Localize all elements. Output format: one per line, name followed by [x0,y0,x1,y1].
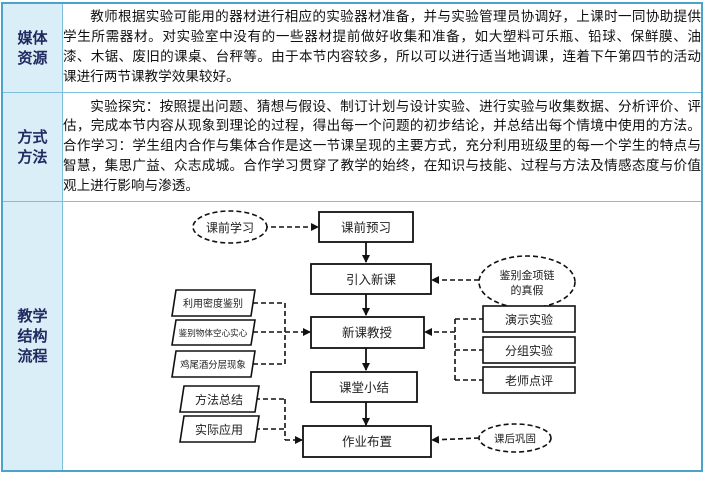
step-summary: 课堂小结 [310,371,418,403]
label-line: 媒体 [17,29,48,47]
step-intro: 引入新课 [310,263,432,295]
left-box-hollow: 鉴别物体空心实心 [171,319,256,346]
left-box-cocktail: 鸡尾酒分层现象 [171,350,256,378]
label-line: 方式 [17,128,48,146]
ellipse-review: 课后巩固 [478,423,552,453]
ellipse-pre-study: 课前学习 [192,210,268,244]
ellipse-gold-necklace: 鉴别金项链 的真假 [478,255,576,309]
label-line: 方法 [17,148,48,166]
left-box-cocktail-text: 鸡尾酒分层现象 [180,359,246,371]
step-homework-text: 作业布置 [342,434,392,449]
step-homework: 作业布置 [302,425,432,458]
left-box-method-summary: 方法总结 [179,385,260,413]
left-box-application: 实际应用 [179,415,260,443]
label-line: 资源 [17,49,48,67]
label-methods: 方式 方法 [1,92,63,202]
ellipse-gold-necklace-text-1: 鉴别金项链 [500,268,555,282]
right-box-review-text: 老师点评 [505,374,553,388]
step-teaching-text: 新课教授 [342,325,393,340]
left-box-density-text: 利用密度鉴别 [183,297,243,310]
right-box-demo-text: 演示实验 [505,312,553,327]
row-methods: 方式 方法 实验探究：按照提出问题、猜想与假设、制订计划与设计实验、进行实验与收… [1,92,703,202]
ellipse-pre-study-text: 课前学习 [206,220,254,235]
step-summary-text: 课堂小结 [339,380,389,395]
step-teaching: 新课教授 [310,316,425,349]
left-box-hollow-text: 鉴别物体空心实心 [179,327,248,339]
text-media-resources: 教师根据实验可能用的器材进行相应的实验器材准备，并与实验管理员协调好，上课时一同… [62,2,703,93]
step-intro-text: 引入新课 [346,272,397,287]
row-teaching-flow: 教学 结构 流程 [1,201,703,472]
left-box-density: 利用密度鉴别 [171,289,256,317]
label-media-resources: 媒体 资源 [1,2,63,93]
text-methods: 实验探究：按照提出问题、猜想与假设、制订计划与设计实验、进行实验与收集数据、分析… [62,92,703,202]
label-line: 结构 [17,327,48,345]
left-box-method-summary-text: 方法总结 [195,392,243,407]
ellipse-review-text: 课后巩固 [494,433,536,445]
step-preview-text: 课前预习 [341,220,391,235]
teaching-flow-diagram: 课前预习 引入新课 新课教授 课堂小结 作业布置 [171,210,576,458]
left-box-application-text: 实际应用 [195,422,243,437]
label-teaching-flow: 教学 结构 流程 [1,201,63,472]
flow-cell: 课前预习 引入新课 新课教授 课堂小结 作业布置 [62,201,703,472]
ellipse-gold-necklace-text-2: 的真假 [511,283,544,297]
label-line: 流程 [17,347,48,365]
right-box-group-text: 分组实验 [505,343,553,358]
step-preview: 课前预习 [318,211,414,243]
label-line: 教学 [17,307,48,325]
right-box-review: 老师点评 [482,366,576,394]
lesson-plan-table: 媒体 资源 教师根据实验可能用的器材进行相应的实验器材准备，并与实验管理员协调好… [1,2,703,472]
right-box-demo: 演示实验 [482,305,576,333]
row-media-resources: 媒体 资源 教师根据实验可能用的器材进行相应的实验器材准备，并与实验管理员协调好… [1,2,703,93]
right-box-group: 分组实验 [482,336,576,364]
